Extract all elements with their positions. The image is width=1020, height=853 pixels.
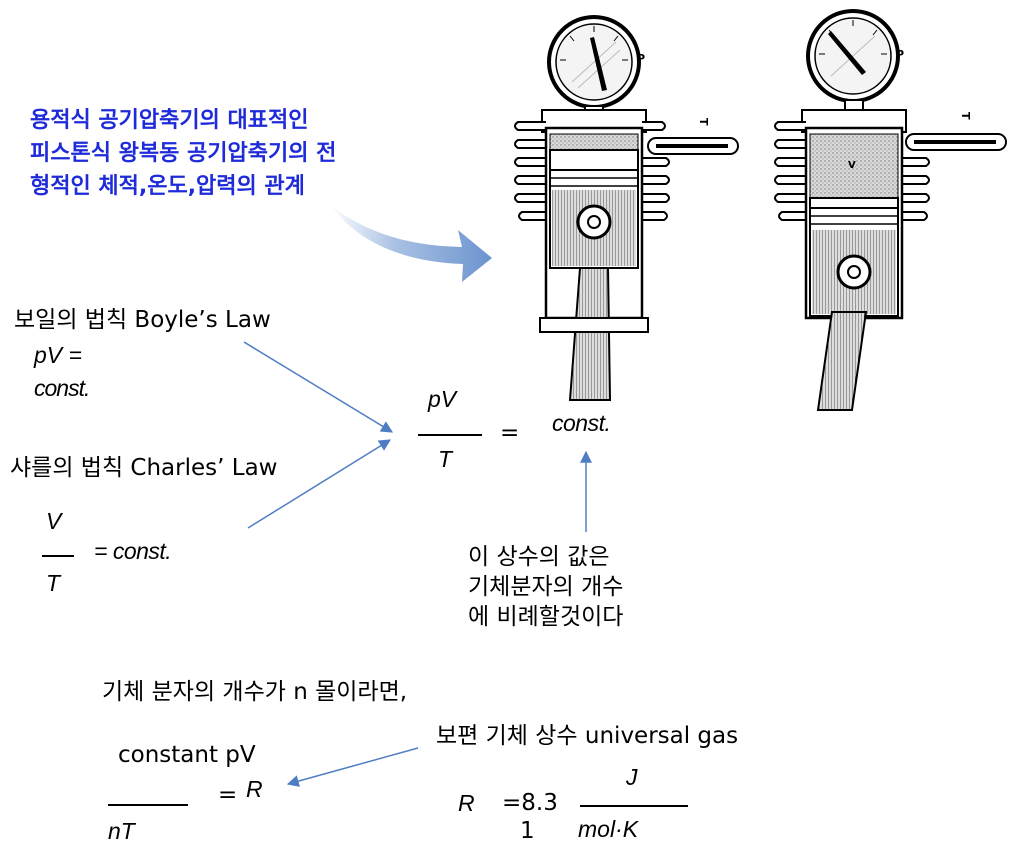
intro-line-2: 피스톤식 왕복동 공기압축기의 전 bbox=[30, 141, 337, 166]
gas-const-label: 보편 기체 상수 universal gas bbox=[436, 723, 739, 749]
compressor-right: P T V bbox=[774, 9, 1007, 411]
volume-label-right: V bbox=[848, 160, 856, 171]
boyle-title: 보일의 법칙 Boyle’s Law bbox=[14, 307, 271, 333]
charles-title: 샤를의 법칙 Charles’ Law bbox=[10, 455, 278, 481]
note-line-2: 기체분자의 개수 bbox=[468, 574, 624, 600]
combined-rhs: const. bbox=[552, 410, 611, 436]
unit-num: J bbox=[626, 764, 638, 790]
combined-den: T bbox=[438, 446, 453, 472]
thermo-label-right: T bbox=[959, 112, 972, 120]
gas-const-den: nT bbox=[108, 818, 135, 844]
compressor-left: P T bbox=[514, 15, 739, 401]
gauge-label-left: P bbox=[637, 52, 645, 65]
intro-line-1: 용적식 공기압축기의 대표적인 bbox=[30, 108, 309, 133]
charles-fraction-bar bbox=[42, 555, 74, 557]
boyle-eq-line1: pV = bbox=[34, 342, 82, 368]
mole-text: 기체 분자의 개수가 n 몰이라면, bbox=[102, 679, 408, 705]
charles-rhs: = const. bbox=[94, 538, 172, 564]
combined-fraction-bar bbox=[418, 434, 482, 436]
r-sub: 1 bbox=[520, 818, 535, 844]
boyle-eq-line2: const. bbox=[34, 375, 90, 401]
charles-den: T bbox=[46, 570, 61, 596]
intro-line-3: 형적인 체적,온도,압력의 관계 bbox=[30, 174, 305, 199]
note-line-3: 에 비례할것이다 bbox=[468, 604, 624, 630]
gas-const-eq: = bbox=[218, 782, 238, 808]
gas-const-rhs: R bbox=[246, 776, 263, 802]
r-label: R bbox=[458, 790, 475, 816]
unit-den: mol·K bbox=[578, 816, 639, 842]
gas-const-fraction-bar bbox=[108, 804, 188, 806]
combined-num: pV bbox=[428, 386, 457, 412]
note-line-1: 이 상수의 값은 bbox=[468, 544, 610, 570]
arrow-boyle bbox=[243, 341, 394, 433]
thermo-label-left: T bbox=[697, 118, 710, 126]
r-value: =8.3 bbox=[502, 790, 558, 816]
gas-const-num: constant pV bbox=[118, 742, 256, 768]
arrow-gas-const bbox=[286, 747, 419, 787]
unit-fraction-bar bbox=[580, 805, 688, 807]
gauge-label-right: P bbox=[896, 48, 904, 61]
charles-num: V bbox=[46, 508, 62, 534]
combined-eq: = bbox=[500, 420, 520, 446]
arrow-charles bbox=[247, 439, 392, 529]
